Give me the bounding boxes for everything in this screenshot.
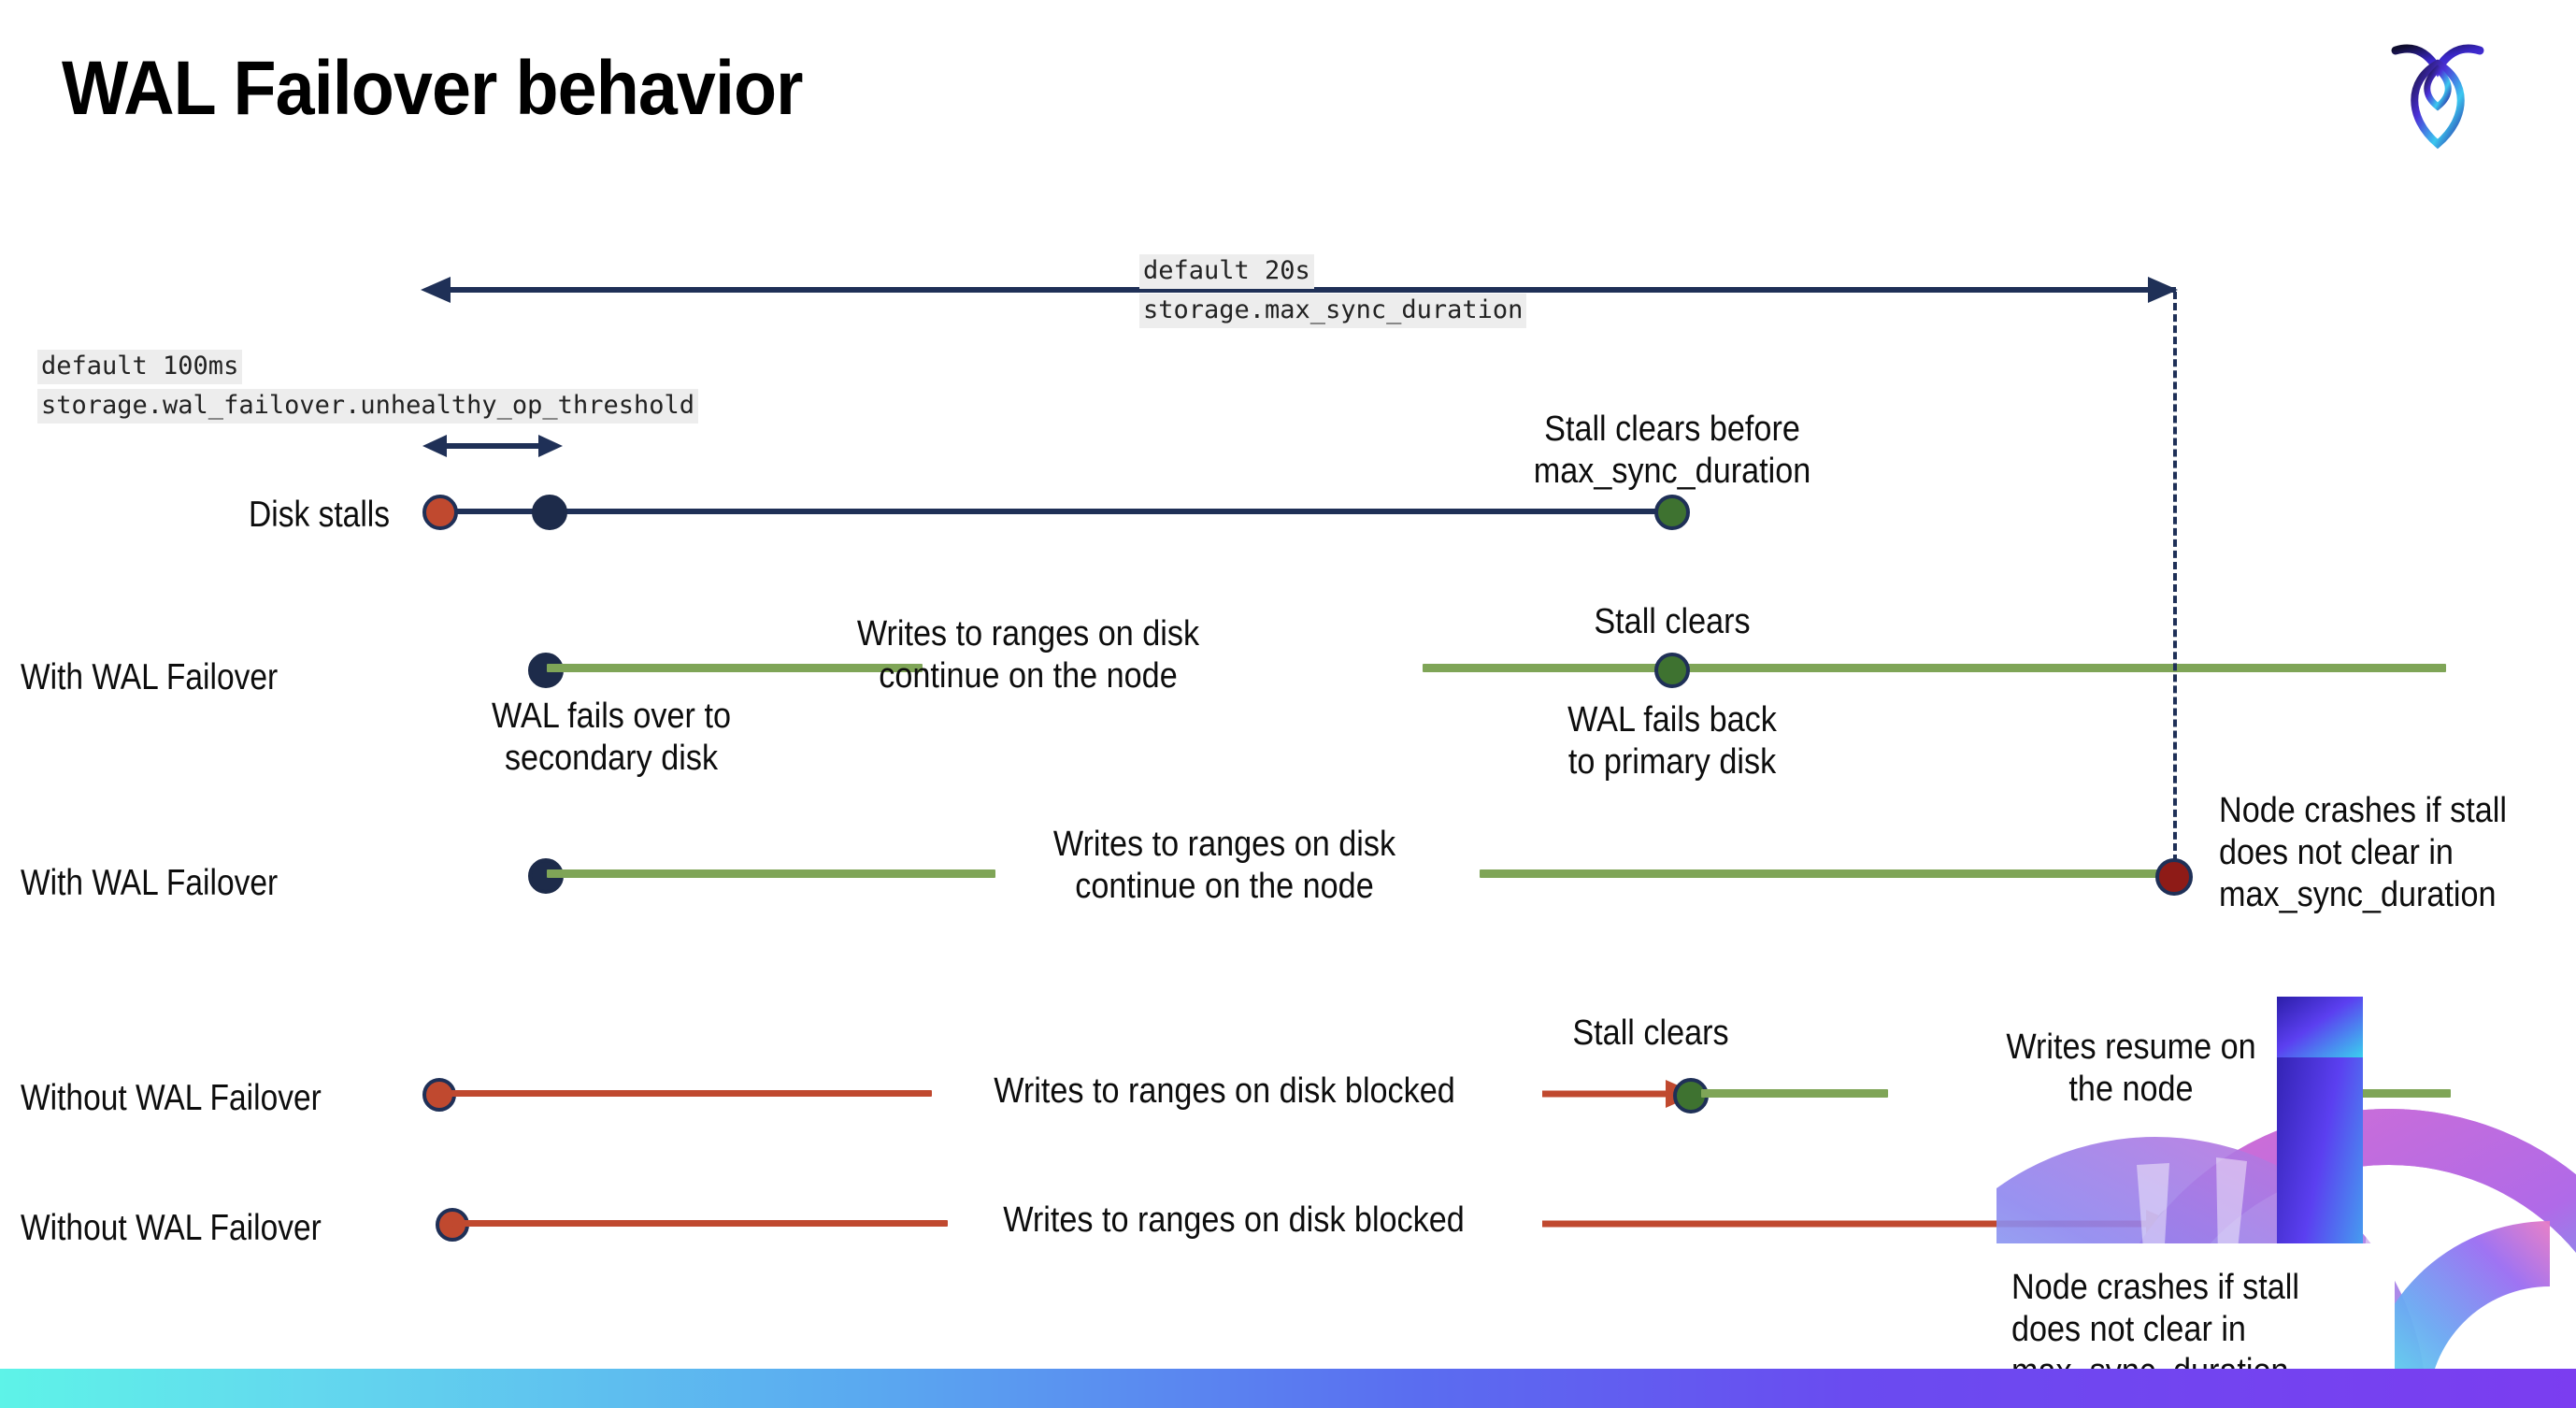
- max-sync-boundary-dashed-line: [2173, 292, 2177, 862]
- note-writes-blocked-2: Writes to ranges on disk blocked: [1003, 1200, 1465, 1240]
- note-stall-clears-2: Stall clears: [1572, 1013, 1729, 1053]
- disk-stall-start-dot: [422, 495, 458, 530]
- unhealthy-threshold-default-label: default 100ms: [37, 350, 243, 384]
- note-writes-continue-2: Writes to ranges on disk continue on the…: [1052, 825, 1396, 906]
- cockroachdb-logo-icon: [2386, 28, 2489, 150]
- wal-failover-segment-a-1: [547, 664, 923, 672]
- unhealthy-threshold-setting-name: storage.wal_failover.unhealthy_op_thresh…: [37, 389, 698, 424]
- unhealthy-threshold-span-arrow: [422, 435, 563, 457]
- wal-failover-segment-b-1: [1423, 664, 2446, 672]
- without-failover-crash-dot-2: [2155, 1208, 2191, 1243]
- row-label-with-wal-failover-2: With WAL Failover: [21, 863, 279, 903]
- wal-failover-segment-a-2: [547, 869, 995, 878]
- row-label-without-wal-failover-1: Without WAL Failover: [21, 1078, 322, 1118]
- note-wal-fails-over-secondary: WAL fails over to secondary disk: [492, 697, 731, 778]
- note-writes-resume: Writes resume on the node: [2006, 1027, 2256, 1109]
- row-label-disk-stalls: Disk stalls: [249, 495, 390, 535]
- disk-stall-failover-dot: [532, 495, 567, 530]
- without-failover-resume-segment-2: [2281, 1089, 2451, 1098]
- wal-failover-crash-dot-2: [2155, 858, 2193, 896]
- without-failover-blocked-segment-a-1: [439, 1090, 932, 1097]
- max-sync-duration-span-arrow: [421, 277, 2178, 303]
- wal-failover-segment-b-2: [1480, 869, 2171, 878]
- row-label-without-wal-failover-2: Without WAL Failover: [21, 1208, 322, 1248]
- without-failover-resume-segment-1: [1701, 1089, 1888, 1098]
- max-sync-setting-name: storage.max_sync_duration: [1139, 294, 1527, 328]
- without-failover-blocked-segment-a-2: [452, 1220, 948, 1227]
- without-failover-blocked-arrow-2: [1542, 1210, 2178, 1238]
- note-node-crashes-1: Node crashes if stall does not clear in …: [2219, 791, 2507, 914]
- note-stall-clears-before-max-sync: Stall clears before max_sync_duration: [1533, 409, 1811, 491]
- wal-failover-stall-clears-dot-1: [1654, 653, 1690, 688]
- disk-stall-clears-dot: [1654, 495, 1690, 530]
- note-stall-clears-1: Stall clears: [1594, 602, 1751, 641]
- note-writes-continue-1: Writes to ranges on disk continue on the…: [856, 614, 1200, 696]
- page-title: WAL Failover behavior: [62, 46, 804, 131]
- max-sync-default-label: default 20s: [1139, 254, 1314, 289]
- note-writes-blocked-1: Writes to ranges on disk blocked: [994, 1071, 1455, 1111]
- footer-gradient-bar: [0, 1369, 2576, 1408]
- row-label-with-wal-failover-1: With WAL Failover: [21, 657, 279, 697]
- disk-stall-line: [439, 509, 1673, 514]
- note-wal-fails-back-primary: WAL fails back to primary disk: [1567, 700, 1777, 782]
